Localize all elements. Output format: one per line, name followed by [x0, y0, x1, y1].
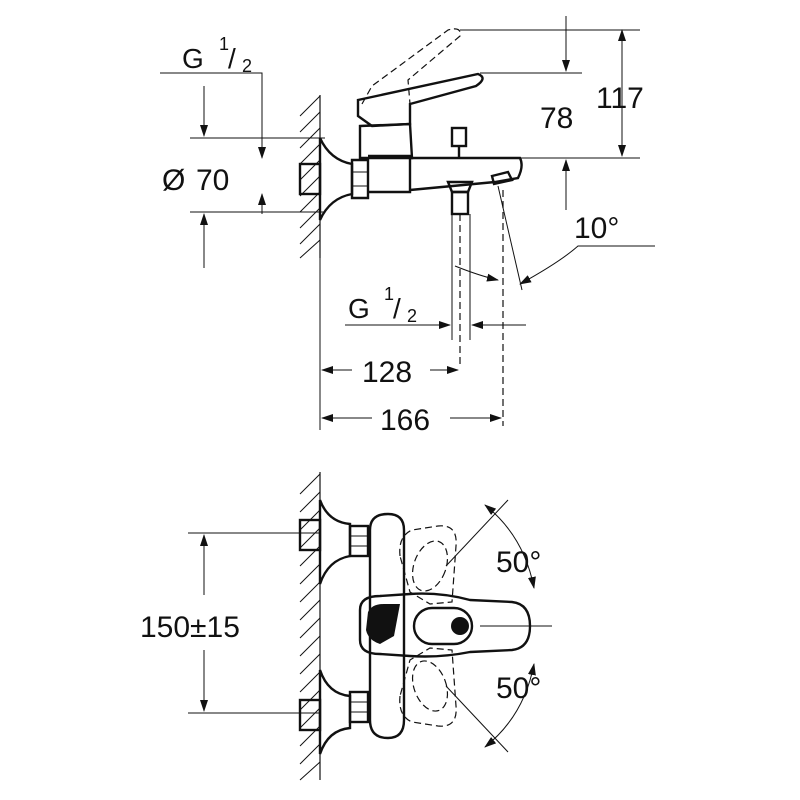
dim-diameter: [190, 86, 325, 268]
outlet-thread-g: G: [348, 293, 370, 324]
mixer-body-front: [368, 512, 406, 740]
inlet-thread-g: G: [182, 43, 204, 74]
angle-10-label: 10°: [574, 212, 619, 245]
diameter-symbol: Ø: [162, 164, 185, 197]
height-spout: 78: [540, 102, 573, 135]
height-total: 117: [596, 82, 644, 115]
mixer-body-side: [358, 122, 523, 216]
spray-arc: [454, 265, 499, 282]
centers-label: 150±15: [140, 611, 240, 644]
dim-angle-down: [445, 663, 536, 753]
front-view: 150±15 50° 50°: [140, 472, 552, 781]
inlet-thread-slash: /: [228, 43, 236, 74]
lever-rotated-dashed: [399, 525, 457, 727]
dim-128: [319, 258, 459, 430]
dim-heights: [460, 16, 640, 210]
inlet-lower-front: [298, 669, 370, 755]
outlet-thread-slash: /: [393, 293, 401, 324]
lever-knob: [451, 617, 469, 635]
outlet-thread-den: 2: [407, 306, 417, 326]
angle-up-label: 50°: [496, 546, 541, 579]
outlet-thread-num: 1: [384, 284, 394, 304]
wall-side: [299, 95, 321, 259]
dim-centers: [188, 532, 320, 714]
wall-front: [299, 472, 321, 781]
outlet-centerlines: [459, 185, 523, 426]
inlet-upper-front: [298, 499, 370, 585]
dim-angle-up: [445, 499, 536, 589]
angle-down-label: 50°: [496, 672, 541, 705]
lever-front: [358, 592, 532, 658]
dim-inlet-thread: [160, 72, 266, 214]
inlet-thread-den: 2: [242, 56, 252, 76]
inlet-fitting-side: [298, 137, 370, 221]
inlet-thread-num: 1: [219, 34, 229, 54]
diameter-value: 70: [196, 164, 229, 197]
side-view: G 1 / 2 Ø 70 117 78 10°: [160, 16, 655, 437]
lever-side: [356, 72, 484, 128]
depth-total: 166: [380, 404, 430, 437]
lever-raised-dashed: [361, 28, 461, 105]
dim-outlet-thread: [345, 214, 526, 340]
angle-10-arc: [519, 245, 655, 285]
depth-outlet: 128: [362, 356, 412, 389]
